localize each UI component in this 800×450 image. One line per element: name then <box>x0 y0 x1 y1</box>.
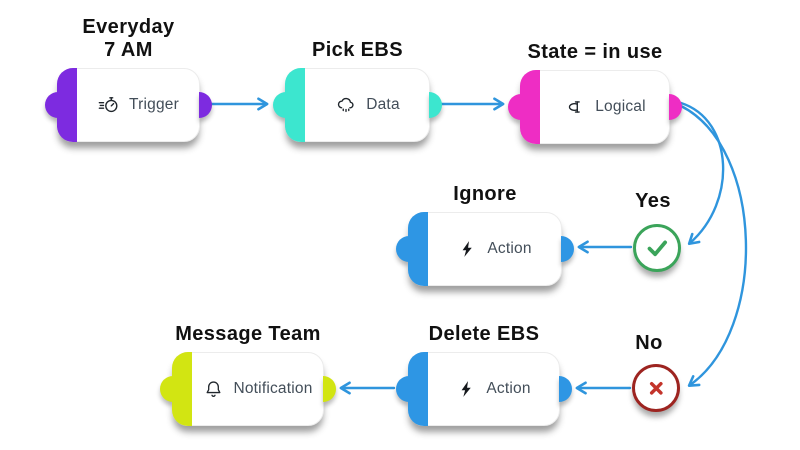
node-color-band <box>408 212 428 286</box>
branch-icon <box>564 96 586 118</box>
input-port <box>396 236 409 262</box>
node-annotation: Delete EBS <box>428 323 540 345</box>
output-port <box>669 94 682 120</box>
node-annotation: Pick EBS <box>311 39 404 61</box>
cross-icon <box>643 375 669 401</box>
node-color-band <box>57 68 77 142</box>
node-notification[interactable]: Message Team Notification <box>160 323 336 426</box>
node-action-ignore[interactable]: Ignore Action <box>396 183 574 286</box>
node-type-label: Action <box>487 240 532 257</box>
node-logical[interactable]: State = in use Logical <box>508 41 682 144</box>
node-type-label: Action <box>486 380 531 397</box>
connector-logical-no <box>679 104 748 387</box>
decision-label-no: No <box>635 332 663 354</box>
decision-yes[interactable] <box>633 224 681 272</box>
node-trigger[interactable]: Everyday 7 AM Trigger <box>45 16 212 142</box>
output-port <box>561 236 574 262</box>
node-color-band <box>408 352 428 426</box>
input-port <box>273 92 286 118</box>
check-icon <box>642 233 672 263</box>
node-type-label: Notification <box>233 380 313 397</box>
connector-logical-yes <box>679 101 725 246</box>
lightning-icon <box>458 239 478 259</box>
decision-label-yes: Yes <box>635 190 671 212</box>
node-annotation: Ignore <box>453 183 517 205</box>
node-action-delete[interactable]: Delete EBS Action <box>396 323 572 426</box>
node-color-band <box>520 70 540 144</box>
lightning-icon <box>457 379 477 399</box>
output-port <box>323 376 336 402</box>
node-type-label: Data <box>366 96 400 113</box>
node-color-band <box>285 68 305 142</box>
node-annotation: Message Team <box>175 323 321 345</box>
input-port <box>45 92 58 118</box>
node-annotation: State = in use <box>527 41 663 63</box>
node-data[interactable]: Pick EBS Data <box>273 39 442 142</box>
input-port <box>396 376 409 402</box>
input-port <box>160 376 173 402</box>
output-port <box>429 92 442 118</box>
node-annotation: Everyday 7 AM <box>82 16 175 61</box>
stopwatch-icon <box>98 94 120 116</box>
node-type-label: Trigger <box>129 96 179 113</box>
input-port <box>508 94 521 120</box>
node-color-band <box>172 352 192 426</box>
node-type-label: Logical <box>595 98 646 115</box>
bell-icon <box>203 379 224 400</box>
cloud-icon <box>335 94 357 116</box>
output-port <box>199 92 212 118</box>
output-port <box>559 376 572 402</box>
decision-no[interactable] <box>632 364 680 412</box>
